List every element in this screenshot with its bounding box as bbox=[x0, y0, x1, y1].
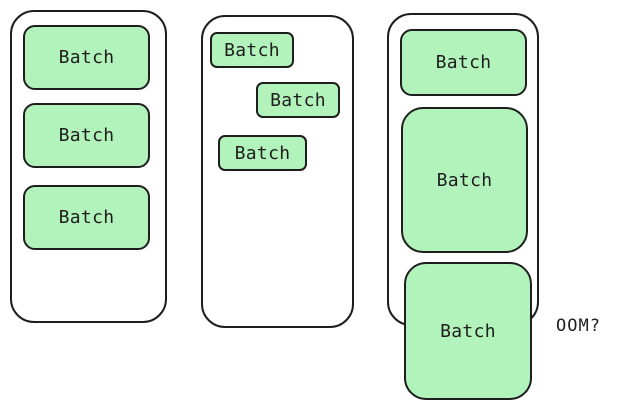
batch-label: Batch bbox=[435, 52, 492, 73]
batch-box: Batch bbox=[401, 107, 528, 253]
overflow-batch-box: Batch bbox=[404, 262, 532, 400]
batch-box: Batch bbox=[400, 29, 527, 96]
oom-label: OOM? bbox=[556, 316, 601, 336]
batch-box: Batch bbox=[23, 25, 150, 90]
batch-box: Batch bbox=[218, 135, 307, 171]
batch-label: Batch bbox=[440, 320, 496, 342]
batch-label: Batch bbox=[234, 142, 291, 164]
batch-label: Batch bbox=[224, 39, 280, 61]
batch-box: Batch bbox=[256, 82, 340, 118]
batch-box: Batch bbox=[23, 103, 150, 168]
batch-label: Batch bbox=[270, 89, 326, 111]
batch-box: Batch bbox=[23, 185, 150, 250]
batch-box: Batch bbox=[210, 32, 294, 68]
batch-label: Batch bbox=[436, 169, 493, 191]
batch-label: Batch bbox=[58, 47, 115, 68]
batch-label: Batch bbox=[58, 125, 115, 146]
batch-label: Batch bbox=[58, 207, 115, 228]
